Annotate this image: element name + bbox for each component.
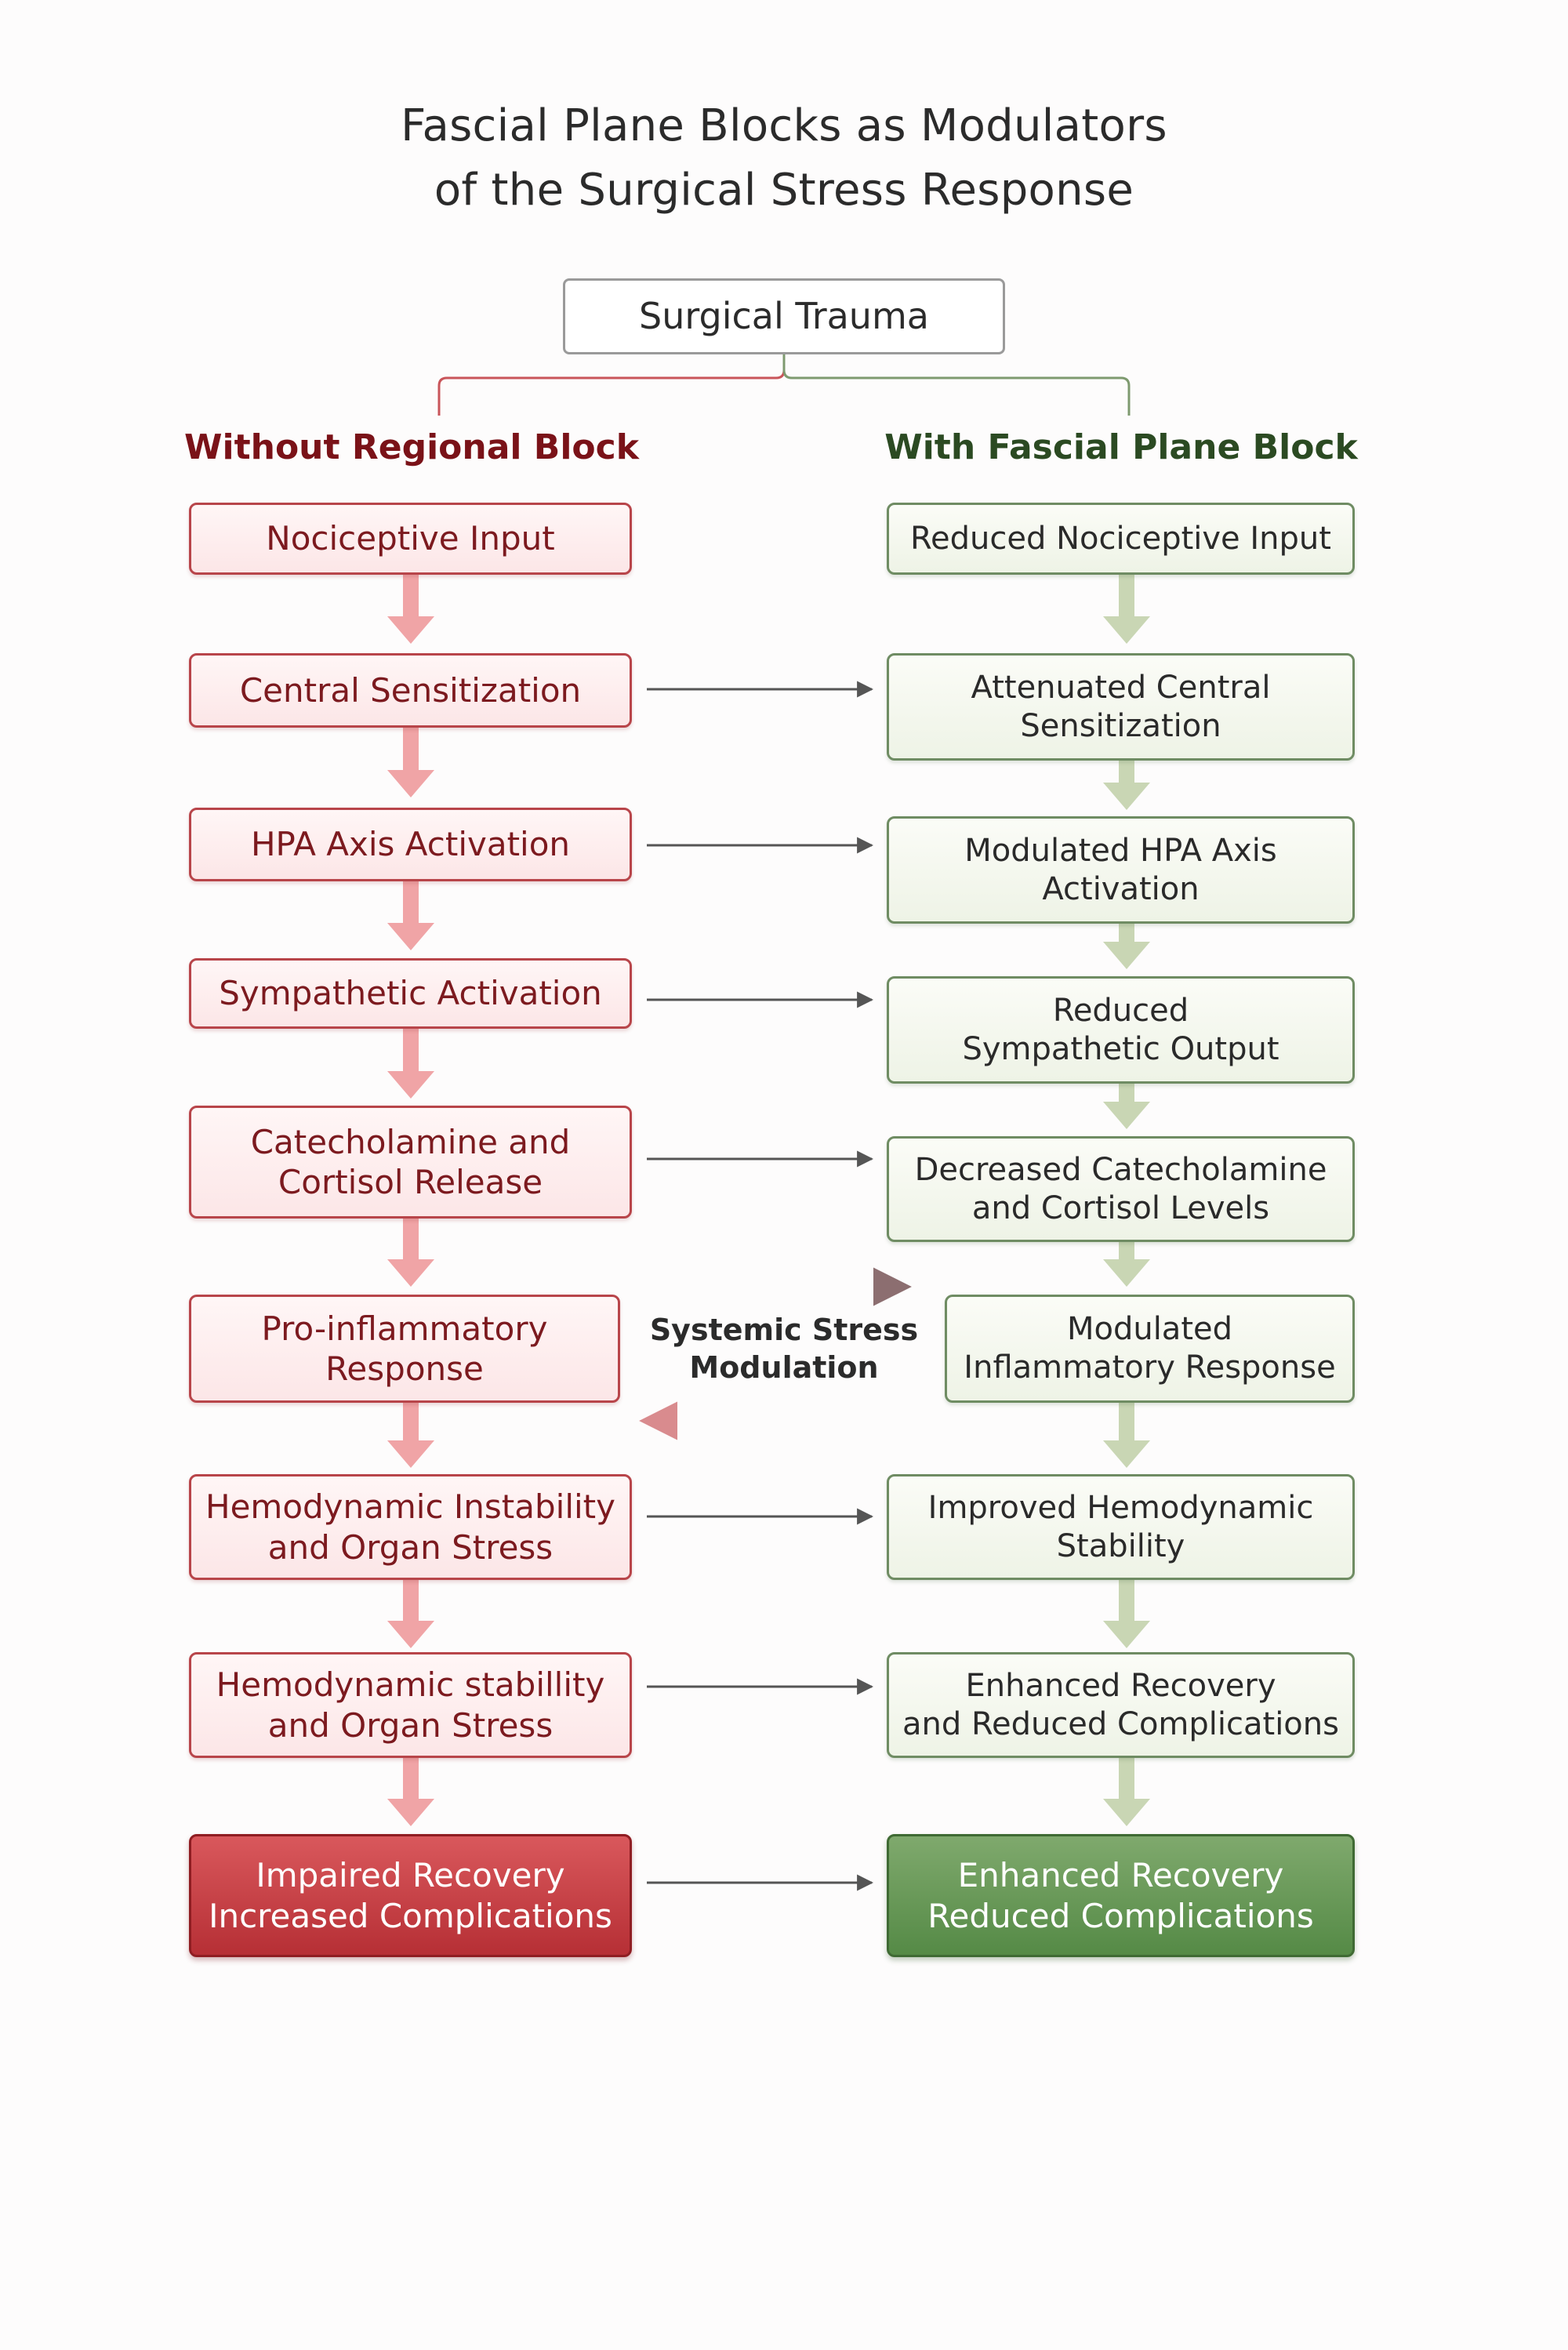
left-node-central-sensitization: Central Sensitization	[189, 653, 632, 728]
right-node-reduced-sympathetic-output: Reduced Sympathetic Output	[887, 976, 1355, 1084]
right-node-modulated-hpa-axis: Modulated HPA Axis Activation	[887, 816, 1355, 924]
left-column-heading: Without Regional Block	[183, 427, 639, 467]
surgical-trauma-node: Surgical Trauma	[563, 278, 1005, 354]
diagram-title-line-1: Fascial Plane Blocks as Modulators	[401, 100, 1167, 151]
right-flow-arrow	[1103, 1242, 1150, 1287]
node-label: HPA Axis Activation	[250, 825, 571, 864]
node-label: Modulated Inflammatory Response	[964, 1311, 1336, 1386]
left-flow-arrows	[387, 575, 434, 1826]
left-flow-arrow	[387, 1403, 434, 1468]
right-flow-arrow	[1103, 1580, 1150, 1648]
left-node-hemodynamic-instability: Hemodynamic Instability and Organ Stress	[189, 1474, 632, 1580]
right-flow-arrow	[1103, 1403, 1150, 1468]
left-node-catecholamine-cortisol: Catecholamine and Cortisol Release	[189, 1106, 632, 1219]
diagram-title-line-2: of the Surgical Stress Response	[434, 165, 1134, 216]
left-flow-arrow	[387, 881, 434, 950]
node-label: Enhanced Recovery Reduced Complications	[927, 1856, 1314, 1935]
right-node-reduced-nociceptive-input: Reduced Nociceptive Input	[887, 503, 1355, 575]
right-column-heading: With Fascial Plane Block	[884, 427, 1358, 467]
left-flow-arrow	[387, 1580, 434, 1648]
node-label: Modulated HPA Axis Activation	[964, 832, 1277, 907]
node-label: Improved Hemodynamic Stability	[927, 1489, 1314, 1564]
left-node-impaired-recovery: Impaired Recovery Increased Complication…	[189, 1834, 632, 1957]
left-node-hemodynamic-stability: Hemodynamic stabillity and Organ Stress	[189, 1652, 632, 1758]
node-label: Central Sensitization	[239, 670, 582, 710]
left-flow-arrow	[387, 1029, 434, 1099]
right-flow-arrow	[1103, 1084, 1150, 1129]
right-flow-arrow	[1103, 575, 1150, 644]
right-flow-arrow	[1103, 924, 1150, 969]
node-label: Catecholamine and Cortisol Release	[250, 1122, 571, 1201]
node-label: Attenuated Central Sensitization	[971, 669, 1271, 744]
left-node-hpa-axis-activation: HPA Axis Activation	[189, 808, 632, 881]
left-flow-arrow	[387, 1758, 434, 1826]
node-label: Pro-inflammatory Response	[261, 1309, 548, 1388]
left-node-nociceptive-input: Nociceptive Input	[189, 503, 632, 575]
right-node-improved-hemodynamic-stability: Improved Hemodynamic Stability	[887, 1474, 1355, 1580]
bracket-right-branch	[782, 354, 1131, 416]
left-node-sympathetic-activation: Sympathetic Activation	[189, 958, 632, 1029]
node-label: Impaired Recovery Increased Complication…	[209, 1856, 612, 1935]
node-label: Hemodynamic stabillity and Organ Stress	[216, 1665, 605, 1745]
right-node-attenuated-central-sensitization: Attenuated Central Sensitization	[887, 653, 1355, 761]
right-flow-arrow	[1103, 1758, 1150, 1826]
node-label: Nociceptive Input	[266, 519, 555, 558]
right-node-enhanced-recovery: Enhanced Recovery and Reduced Complicati…	[887, 1652, 1355, 1758]
systemic-stress-modulation-label: Systemic Stress Modulation	[649, 1313, 919, 1385]
node-label: Hemodynamic Instability and Organ Stress	[205, 1487, 615, 1567]
right-node-enhanced-recovery-final: Enhanced Recovery Reduced Complications	[887, 1834, 1355, 1957]
left-flow-arrow	[387, 728, 434, 797]
right-flow-arrows	[1103, 575, 1150, 1826]
right-node-modulated-inflammatory: Modulated Inflammatory Response	[945, 1295, 1355, 1403]
bracket-left-branch	[437, 354, 786, 416]
left-node-pro-inflammatory: Pro-inflammatory Response	[189, 1295, 620, 1403]
right-node-decreased-catecholamine: Decreased Catecholamine and Cortisol Lev…	[887, 1136, 1355, 1242]
left-flow-arrow	[387, 1219, 434, 1287]
surgical-trauma-label: Surgical Trauma	[639, 295, 929, 338]
node-label: Reduced Sympathetic Output	[962, 992, 1279, 1067]
node-label: Sympathetic Activation	[219, 974, 602, 1013]
node-label: Decreased Catecholamine and Cortisol Lev…	[914, 1151, 1327, 1226]
right-flow-arrow	[1103, 761, 1150, 810]
left-flow-arrow	[387, 575, 434, 644]
node-label: Enhanced Recovery and Reduced Complicati…	[902, 1667, 1339, 1742]
node-label: Reduced Nociceptive Input	[910, 520, 1331, 557]
